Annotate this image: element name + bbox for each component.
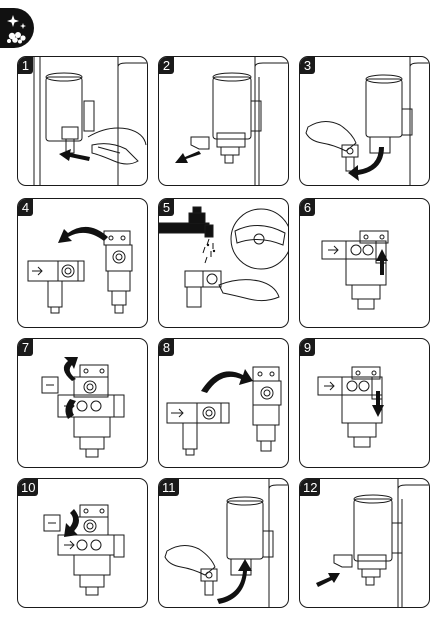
step-panel-9: 9	[299, 338, 430, 468]
step-panel-2: 2	[158, 56, 289, 186]
arrow-icon	[159, 339, 289, 468]
step-number: 6	[300, 199, 315, 216]
step-panel-7: 7	[17, 338, 148, 468]
step-number: 4	[18, 199, 33, 216]
step-panel-4: 4	[17, 198, 148, 328]
cleaning-sparkle-icon	[4, 14, 30, 44]
arrow-icon	[159, 57, 289, 186]
step-panel-10: 10	[17, 478, 148, 608]
step-panel-6: 6	[299, 198, 430, 328]
rotate-arrow-icon	[18, 479, 148, 608]
arrow-icon	[18, 57, 148, 186]
step-number: 8	[159, 339, 174, 356]
arrow-icon	[300, 57, 430, 186]
step-panel-5: 5	[158, 198, 289, 328]
step-number: 9	[300, 339, 315, 356]
step-panel-1: 1	[17, 56, 148, 186]
step-panel-12: 12	[299, 478, 430, 608]
step-number: 3	[300, 57, 315, 74]
step-number: 2	[159, 57, 174, 74]
step-number: 12	[300, 479, 320, 496]
cleaning-badge	[0, 8, 34, 48]
step-number: 1	[18, 57, 33, 74]
arrow-up-icon	[300, 199, 430, 328]
arrow-icon	[300, 479, 430, 608]
step-number: 7	[18, 339, 33, 356]
arrow-icon	[18, 199, 148, 328]
step-number: 11	[159, 479, 179, 496]
step-number: 10	[18, 479, 38, 496]
arrow-icon	[159, 479, 289, 608]
step-panel-3: 3	[299, 56, 430, 186]
step-panel-11: 11	[158, 478, 289, 608]
water-drops-icon	[159, 199, 289, 328]
rotate-arrow-icon	[18, 339, 148, 468]
step-panel-8: 8	[158, 338, 289, 468]
step-number: 5	[159, 199, 174, 216]
arrow-down-icon	[300, 339, 430, 468]
